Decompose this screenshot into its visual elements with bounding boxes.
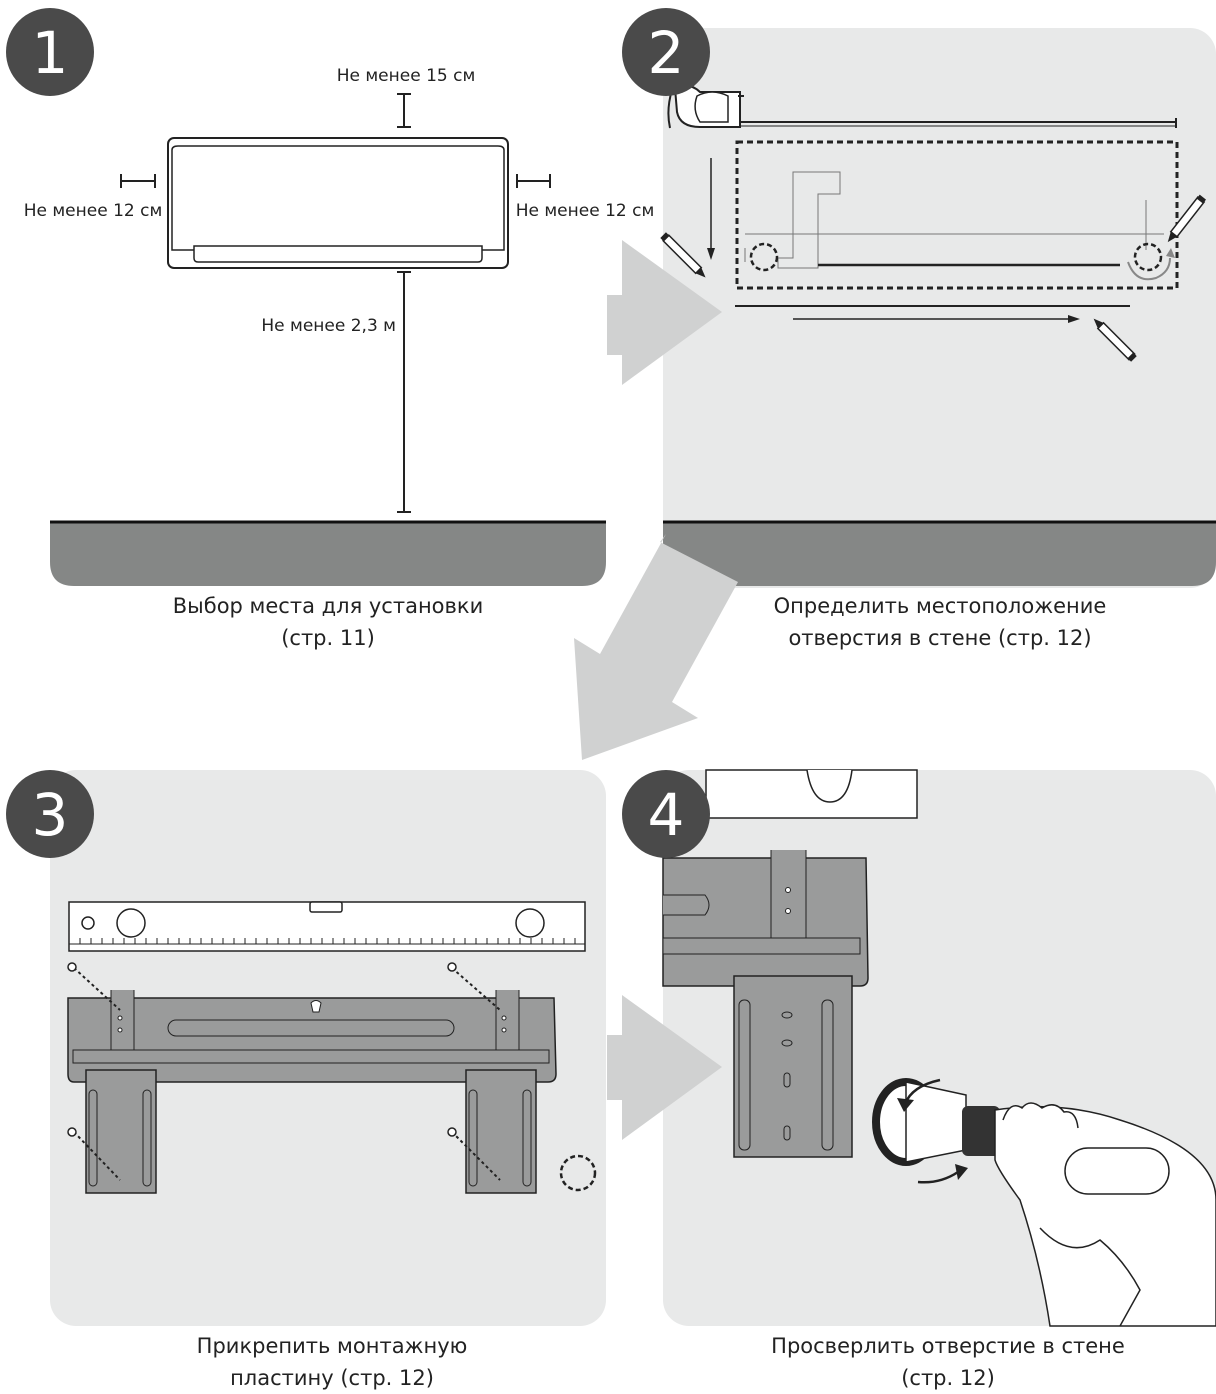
clearance-bottom-marker	[397, 271, 411, 513]
step-3-caption-line-1: Прикрепить монтажную	[196, 1334, 468, 1358]
step-3-caption-line-2: пластину (стр. 12)	[230, 1366, 434, 1390]
spirit-level	[68, 901, 586, 952]
hole-right-marker	[1133, 242, 1163, 272]
flow-arrow-2-to-3	[574, 534, 738, 760]
flow-arrow-3-to-4	[607, 995, 722, 1140]
horizontal-measure-arrow	[793, 315, 1080, 323]
step-4-caption: Просверлить отверстие в стене (стр. 12)	[700, 1330, 1196, 1394]
step-4-level-fragment	[705, 769, 918, 819]
step-3-badge: 3	[6, 770, 94, 858]
step-4-number: 4	[648, 781, 685, 849]
step-2-caption: Определить местоположение отверстия в ст…	[700, 590, 1180, 654]
step-1-caption-line-2: (стр. 11)	[281, 626, 375, 650]
step-2-panel	[663, 28, 1216, 588]
step-1-caption: Выбор места для установки (стр. 11)	[100, 590, 556, 654]
label-right-clearance: Не менее 12 см	[516, 201, 655, 221]
mounting-plate	[67, 990, 557, 1194]
step-2-caption-line-2: отверстия в стене (стр. 12)	[788, 626, 1092, 650]
hole-left-marker	[749, 242, 779, 272]
step-4-caption-line-1: Просверлить отверстие в стене	[771, 1334, 1125, 1358]
step-4-caption-line-2: (стр. 12)	[901, 1366, 995, 1390]
wall-hole-marker	[559, 1154, 597, 1192]
step-1-caption-line-1: Выбор места для установки	[172, 594, 484, 618]
step-2-number: 2	[648, 19, 685, 87]
vertical-measure-arrow	[707, 158, 715, 260]
clearance-right-marker	[516, 174, 551, 188]
drill-icon	[872, 1078, 1216, 1327]
plate-template-lines	[744, 171, 1164, 269]
plate-outline-dashed	[735, 140, 1179, 290]
pencil-icon-bottom	[1093, 318, 1137, 362]
pencil-icon-left	[660, 232, 706, 278]
step-4-plate-detail	[662, 850, 869, 1158]
step-3-number: 3	[32, 781, 69, 849]
rotation-arrow-icon	[897, 1078, 968, 1184]
label-left-clearance: Не менее 12 см	[24, 201, 163, 221]
step-4-badge: 4	[622, 770, 710, 858]
screw-icons	[73, 967, 501, 1181]
clearance-left-marker	[120, 174, 156, 188]
step-1-floor	[50, 520, 606, 586]
step-2-caption-line-1: Определить местоположение	[773, 594, 1107, 618]
clearance-top-marker	[397, 93, 411, 128]
step-2-badge: 2	[622, 8, 710, 96]
step-3-caption: Прикрепить монтажную пластину (стр. 12)	[100, 1330, 564, 1394]
rotate-arrow-icon	[1127, 257, 1171, 281]
label-bottom-clearance: Не менее 2,3 м	[261, 316, 396, 336]
indoor-unit	[167, 137, 509, 269]
step-1-number: 1	[32, 19, 69, 87]
step-1-badge: 1	[6, 8, 94, 96]
label-top-clearance: Не менее 15 см	[337, 66, 476, 86]
flow-arrow-1-to-2	[607, 240, 722, 385]
pencil-icon-right	[1167, 194, 1207, 243]
